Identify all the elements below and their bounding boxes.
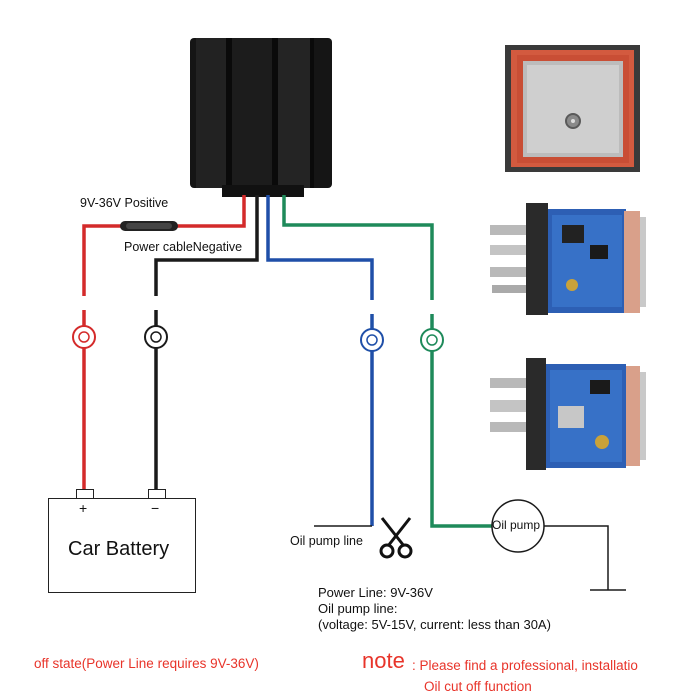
positive-label: 9V-36V Positive [80, 196, 169, 210]
oil-pump-label: Oil pump [492, 518, 541, 532]
relay-module-photo-1 [490, 195, 650, 320]
ring-connector-green [420, 328, 444, 352]
spec-voltage-current: (voltage: 5V-15V, current: less than 30A… [318, 617, 551, 632]
gps-antenna-photo [505, 45, 640, 172]
negative-label: Power cableNegative [124, 240, 243, 254]
car-battery [48, 498, 196, 593]
spec-power-line: Power Line: 9V-36V [318, 585, 433, 600]
tracker-device [190, 38, 332, 197]
ring-connector-blue [360, 328, 384, 352]
ring-connector-red [72, 325, 96, 349]
scissors-icon [379, 517, 413, 559]
note-heading: note [362, 648, 405, 673]
note-text: : Please find a professional, installati… [412, 658, 638, 673]
oil-pump-line-label: Oil pump line [290, 534, 363, 548]
battery-minus: − [151, 500, 160, 516]
blue-wire [266, 195, 374, 526]
relay-module-photo-2 [490, 350, 650, 475]
ring-connector-black [144, 325, 168, 349]
battery-plus: + [79, 500, 88, 516]
ground-wire [544, 525, 609, 590]
black-wire [154, 195, 259, 492]
bottom-left-note: off state(Power Line requires 9V-36V) [34, 656, 259, 671]
green-wire [282, 195, 492, 528]
spec-oil-pump-line: Oil pump line: [318, 601, 398, 616]
battery-label: Car Battery [68, 538, 170, 560]
note-line-2: Oil cut off function [424, 679, 532, 694]
